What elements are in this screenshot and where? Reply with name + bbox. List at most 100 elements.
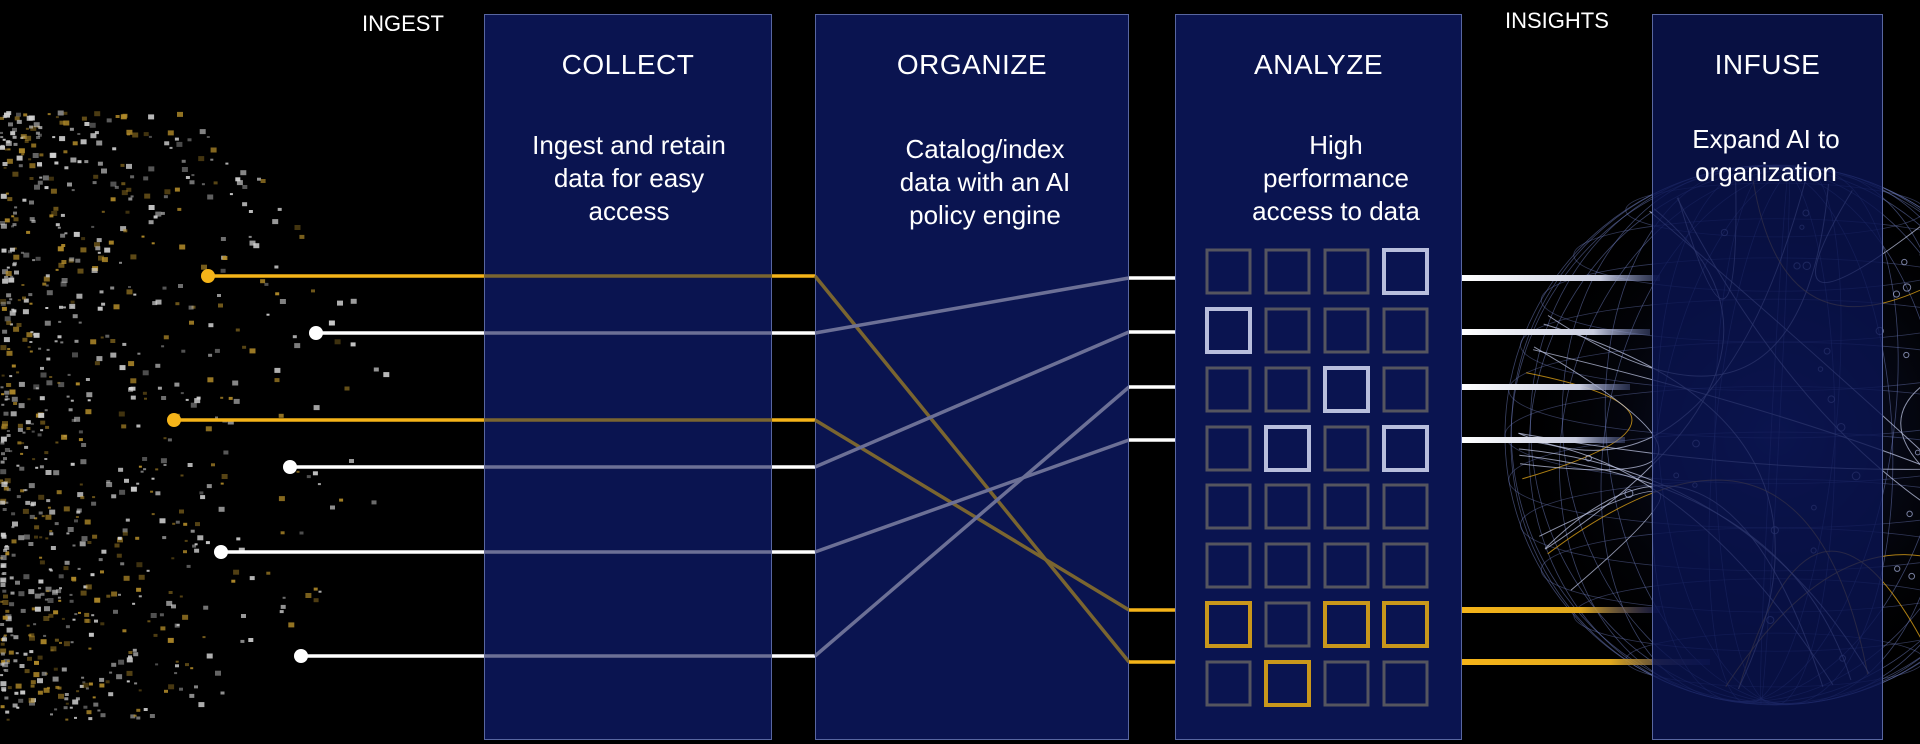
data-particle (275, 292, 280, 296)
data-particle (39, 465, 44, 469)
data-particle (73, 231, 80, 237)
data-particle (142, 457, 148, 461)
data-particle (3, 337, 10, 343)
data-particle (181, 167, 188, 172)
data-particle (100, 570, 104, 574)
data-particle (236, 537, 241, 541)
data-particle (288, 622, 295, 628)
data-particle (20, 489, 25, 493)
data-particle (104, 247, 111, 253)
data-particle (0, 386, 4, 389)
data-particle (13, 254, 20, 260)
data-particle (233, 398, 240, 404)
data-particle (113, 304, 120, 310)
data-particle (9, 298, 13, 301)
data-particle (99, 290, 104, 294)
data-particle (42, 175, 49, 181)
data-particle (184, 539, 188, 542)
data-particle (126, 129, 133, 135)
data-particle (6, 350, 13, 356)
data-particle (63, 506, 70, 512)
data-particle (260, 279, 266, 284)
data-particle (51, 211, 58, 216)
data-particle (151, 477, 155, 480)
data-particle (68, 408, 73, 412)
data-particle (76, 690, 80, 693)
data-particle (66, 395, 70, 398)
data-particle (0, 705, 5, 709)
data-particle (86, 710, 92, 715)
data-particle (16, 464, 20, 467)
data-particle (59, 587, 62, 590)
data-particle (80, 496, 85, 500)
data-particle (190, 667, 194, 670)
data-particle (48, 176, 54, 181)
data-particle (143, 132, 149, 137)
data-particle (313, 587, 318, 591)
data-particle (22, 309, 29, 315)
data-particle (0, 577, 7, 583)
output-streams (1462, 275, 1710, 665)
data-particle (16, 706, 20, 709)
data-particle (5, 501, 9, 504)
data-particle (117, 536, 122, 540)
data-particle (198, 702, 205, 708)
globe-node (1903, 351, 1910, 359)
data-particle (59, 305, 63, 309)
data-particle (46, 380, 53, 386)
data-particle (371, 500, 377, 505)
data-particle (29, 341, 33, 343)
data-particle (54, 522, 59, 526)
data-particle (77, 160, 82, 164)
data-particle (174, 672, 178, 675)
data-particle (30, 422, 34, 425)
data-particle (2, 138, 6, 141)
data-particle (69, 303, 76, 309)
data-particle (6, 320, 12, 325)
data-particle (118, 659, 125, 665)
data-particle (283, 550, 287, 553)
data-particle (0, 469, 7, 475)
data-particle (70, 641, 74, 644)
data-particle (148, 205, 155, 210)
data-particle (50, 649, 54, 652)
data-particle (15, 580, 20, 585)
data-particle (84, 612, 90, 617)
data-particle (49, 509, 56, 515)
data-particle (133, 652, 139, 657)
data-particle (18, 148, 25, 154)
data-particle (197, 535, 204, 541)
data-particle (59, 641, 62, 644)
data-particle (126, 680, 130, 683)
data-particle (37, 678, 43, 684)
data-particle (207, 377, 214, 383)
data-particle (81, 536, 88, 542)
data-particle (11, 396, 18, 402)
data-particle (77, 492, 84, 498)
data-particle (26, 230, 31, 234)
data-particle (13, 247, 17, 250)
data-particle (29, 200, 34, 205)
data-particle (221, 474, 228, 479)
data-particle (2, 615, 8, 620)
data-particle (26, 332, 33, 338)
data-particle (92, 181, 97, 185)
data-particle (16, 112, 21, 117)
data-particle (242, 345, 247, 349)
data-particle (21, 284, 25, 286)
panel-description-organize: Catalog/index data with an AI policy eng… (899, 134, 1071, 230)
data-particle (61, 667, 67, 672)
data-particle (54, 161, 59, 165)
data-particle (92, 534, 98, 539)
data-particle (90, 573, 95, 577)
data-particle (85, 584, 92, 590)
data-particle (155, 468, 159, 471)
data-particle (52, 136, 56, 139)
data-particle (38, 347, 42, 350)
data-particle (1, 687, 7, 692)
data-particle (64, 693, 69, 696)
data-particle (108, 240, 114, 245)
data-particle (18, 381, 25, 387)
data-particle (78, 438, 83, 442)
data-particle (32, 259, 36, 262)
